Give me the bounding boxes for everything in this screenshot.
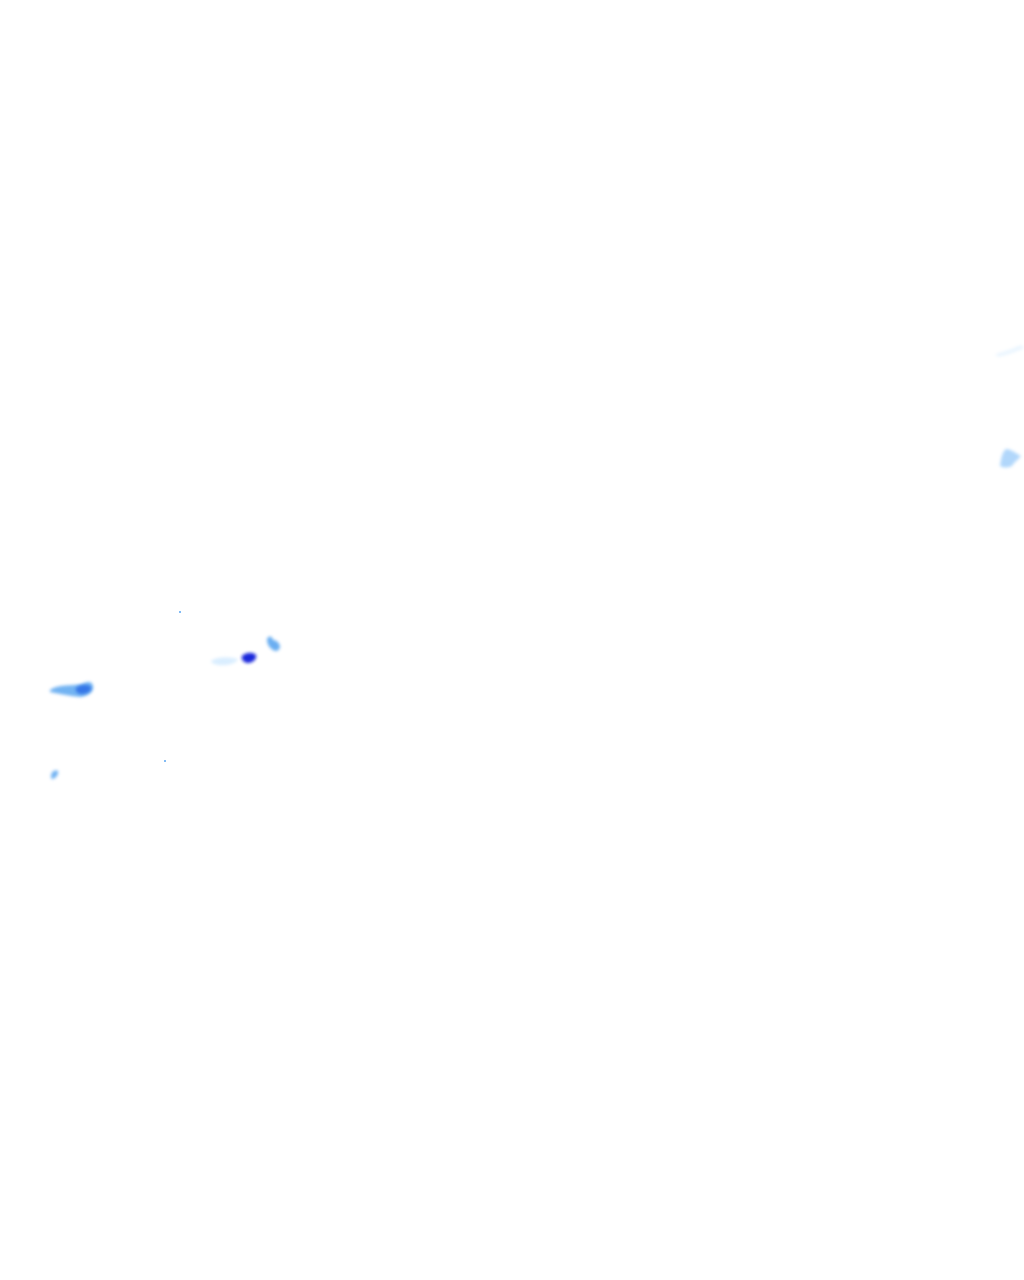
precip-cell-central-core	[241, 652, 257, 663]
precip-cell-west-band-core	[75, 684, 92, 694]
precip-speck-1	[179, 611, 181, 613]
precip-speck-2	[164, 760, 166, 762]
precip-cell-central-north	[267, 636, 280, 651]
precip-cell-central-light	[211, 657, 238, 666]
precip-cell-east-north	[995, 345, 1024, 357]
precip-cell-east	[1000, 449, 1021, 468]
precip-cell-southwest	[51, 770, 59, 779]
